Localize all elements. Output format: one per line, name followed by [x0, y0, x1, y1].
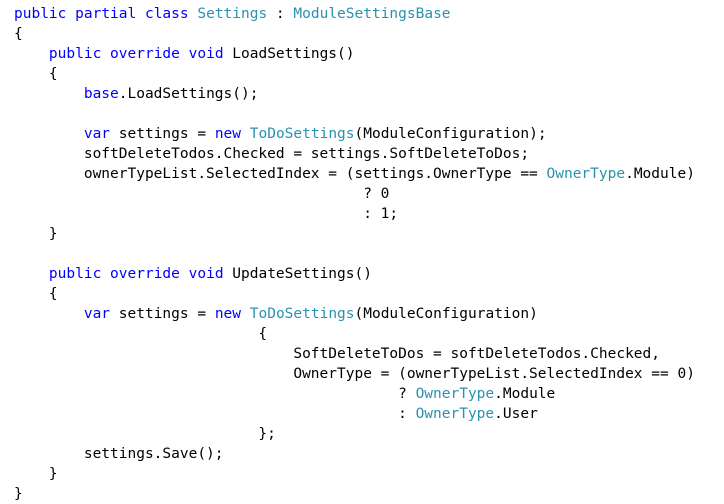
- code-token: };: [14, 426, 276, 442]
- code-line: {: [14, 24, 23, 44]
- code-token: LoadSettings(): [223, 46, 355, 62]
- code-line: OwnerType = (ownerTypeList.SelectedIndex…: [14, 364, 695, 384]
- keyword-token: new: [214, 126, 242, 142]
- code-token: SoftDeleteToDos = softDeleteTodos.Checke…: [14, 346, 661, 362]
- keyword-token: base: [83, 86, 119, 102]
- code-token: [14, 86, 84, 102]
- code-token: .Module: [494, 386, 556, 402]
- code-line: }: [14, 224, 58, 244]
- code-line: : 1;: [14, 204, 398, 224]
- code-line: ? 0: [14, 184, 389, 204]
- code-token: }: [14, 486, 23, 502]
- keyword-token: void: [188, 46, 224, 62]
- code-token: settings =: [110, 306, 215, 322]
- code-token: :: [267, 6, 294, 22]
- keyword-token: public: [14, 6, 67, 22]
- keyword-token: new: [214, 306, 242, 322]
- code-token: [14, 46, 49, 62]
- code-token: settings =: [110, 126, 215, 142]
- code-line: var settings = new ToDoSettings(ModuleCo…: [14, 304, 538, 324]
- code-token: UpdateSettings(): [223, 266, 372, 282]
- keyword-token: public: [48, 266, 102, 282]
- code-token: [241, 126, 250, 142]
- code-token: OwnerType = (ownerTypeList.SelectedIndex…: [14, 366, 695, 382]
- type-token: ModuleSettingsBase: [293, 6, 451, 22]
- keyword-token: public: [48, 46, 102, 62]
- code-token: ?: [14, 386, 416, 402]
- keyword-token: void: [188, 266, 224, 282]
- keyword-token: var: [83, 126, 111, 142]
- code-token: {: [14, 66, 58, 82]
- code-token: :: [14, 406, 416, 422]
- type-token: ToDoSettings: [249, 306, 355, 322]
- code-token: .User: [494, 406, 538, 422]
- code-token: [14, 306, 84, 322]
- type-token: OwnerType: [415, 386, 495, 402]
- code-token: {: [14, 326, 268, 342]
- code-token: [14, 126, 84, 142]
- code-token: }: [14, 226, 58, 242]
- code-token: {: [14, 286, 58, 302]
- code-token: (ModuleConfiguration): [354, 306, 538, 322]
- code-line: softDeleteTodos.Checked = settings.SoftD…: [14, 144, 529, 164]
- code-line: settings.Save();: [14, 444, 224, 464]
- code-token: ? 0: [14, 186, 390, 202]
- code-line: public override void UpdateSettings(): [14, 264, 372, 284]
- code-line: : OwnerType.User: [14, 404, 538, 424]
- code-token: .Module): [625, 166, 695, 182]
- code-token: ownerTypeList.SelectedIndex = (settings.…: [14, 166, 547, 182]
- code-token: settings.Save();: [14, 446, 224, 462]
- code-token: softDeleteTodos.Checked = settings.SoftD…: [14, 146, 530, 162]
- keyword-token: override: [110, 266, 180, 282]
- code-line: base.LoadSettings();: [14, 84, 259, 104]
- code-line: {: [14, 64, 58, 84]
- code-token: : 1;: [14, 206, 399, 222]
- code-line: {: [14, 284, 58, 304]
- code-token: [136, 6, 145, 22]
- code-line: {: [14, 324, 267, 344]
- code-token: [14, 266, 49, 282]
- code-token: [101, 46, 110, 62]
- code-token: [180, 46, 189, 62]
- code-line: }: [14, 484, 23, 504]
- keyword-token: override: [110, 46, 180, 62]
- keyword-token: class: [144, 6, 189, 22]
- type-token: Settings: [197, 6, 268, 22]
- type-token: OwnerType: [415, 406, 495, 422]
- code-token: [241, 306, 250, 322]
- code-token: [101, 266, 110, 282]
- code-line: SoftDeleteToDos = softDeleteTodos.Checke…: [14, 344, 660, 364]
- code-token: [180, 266, 189, 282]
- type-token: OwnerType: [546, 166, 626, 182]
- keyword-token: partial: [75, 6, 137, 22]
- keyword-token: var: [83, 306, 111, 322]
- code-token: (ModuleConfiguration);: [354, 126, 547, 142]
- code-line: var settings = new ToDoSettings(ModuleCo…: [14, 124, 547, 144]
- code-line: public override void LoadSettings(): [14, 44, 355, 64]
- code-line: ownerTypeList.SelectedIndex = (settings.…: [14, 164, 695, 184]
- code-token: }: [14, 466, 58, 482]
- code-token: .LoadSettings();: [118, 86, 259, 102]
- code-line: }: [14, 464, 58, 484]
- code-token: {: [14, 26, 23, 42]
- code-line: ? OwnerType.Module: [14, 384, 555, 404]
- code-token: [66, 6, 75, 22]
- type-token: ToDoSettings: [249, 126, 355, 142]
- code-line: public partial class Settings : ModuleSe…: [14, 4, 451, 24]
- code-line: };: [14, 424, 276, 444]
